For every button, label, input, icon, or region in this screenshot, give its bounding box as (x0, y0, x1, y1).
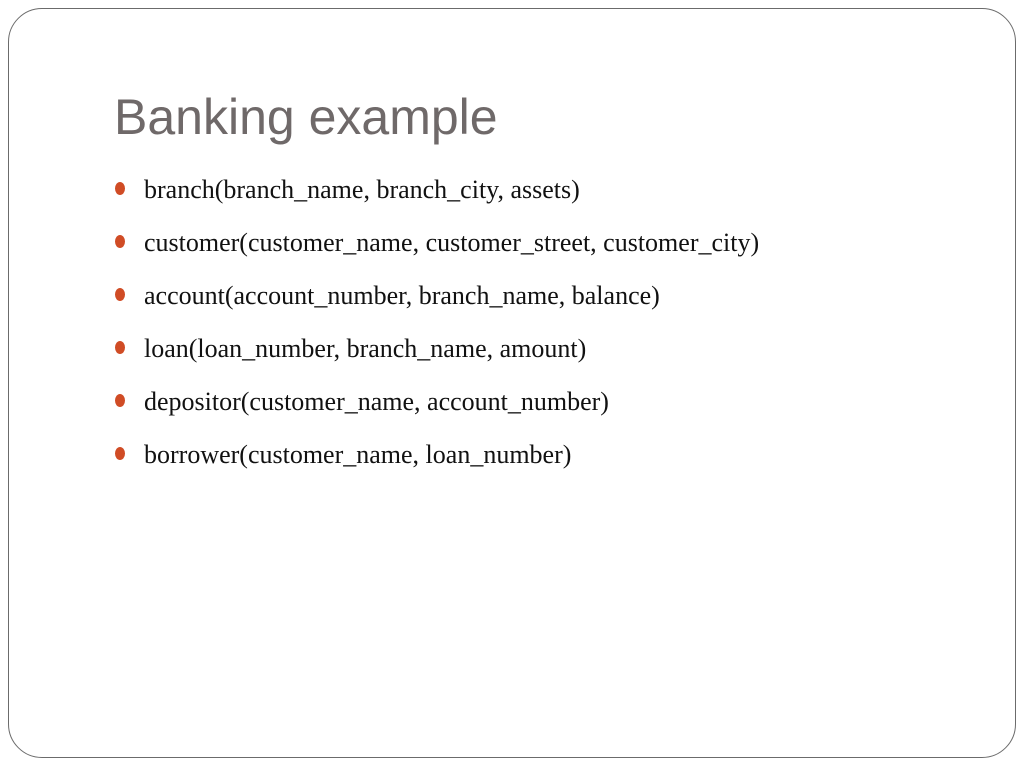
bullet-list: branch(branch_name, branch_city, assets)… (115, 168, 759, 486)
bullet-item-loan: loan(loan_number, branch_name, amount) (115, 327, 759, 380)
bullet-dot-icon (115, 394, 125, 407)
bullet-dot-icon (115, 182, 125, 195)
bullet-item-borrower: borrower(customer_name, loan_number) (115, 433, 759, 486)
bullet-text: customer(customer_name, customer_street,… (144, 228, 760, 257)
bullet-dot-icon (115, 341, 125, 354)
slide-frame (8, 8, 1016, 758)
bullet-item-branch: branch(branch_name, branch_city, assets) (115, 168, 759, 221)
bullet-text: account(account_number, branch_name, bal… (144, 281, 660, 310)
bullet-text: loan(loan_number, branch_name, amount) (144, 334, 587, 363)
bullet-dot-icon (115, 288, 125, 301)
bullet-text: branch(branch_name, branch_city, assets) (144, 175, 580, 204)
bullet-text: depositor(customer_name, account_number) (144, 387, 609, 416)
bullet-dot-icon (115, 235, 125, 248)
bullet-item-customer: customer(customer_name, customer_street,… (115, 221, 759, 274)
bullet-dot-icon (115, 447, 125, 460)
bullet-item-account: account(account_number, branch_name, bal… (115, 274, 759, 327)
slide-title: Banking example (114, 89, 498, 145)
bullet-item-depositor: depositor(customer_name, account_number) (115, 380, 759, 433)
bullet-text: borrower(customer_name, loan_number) (144, 440, 572, 469)
